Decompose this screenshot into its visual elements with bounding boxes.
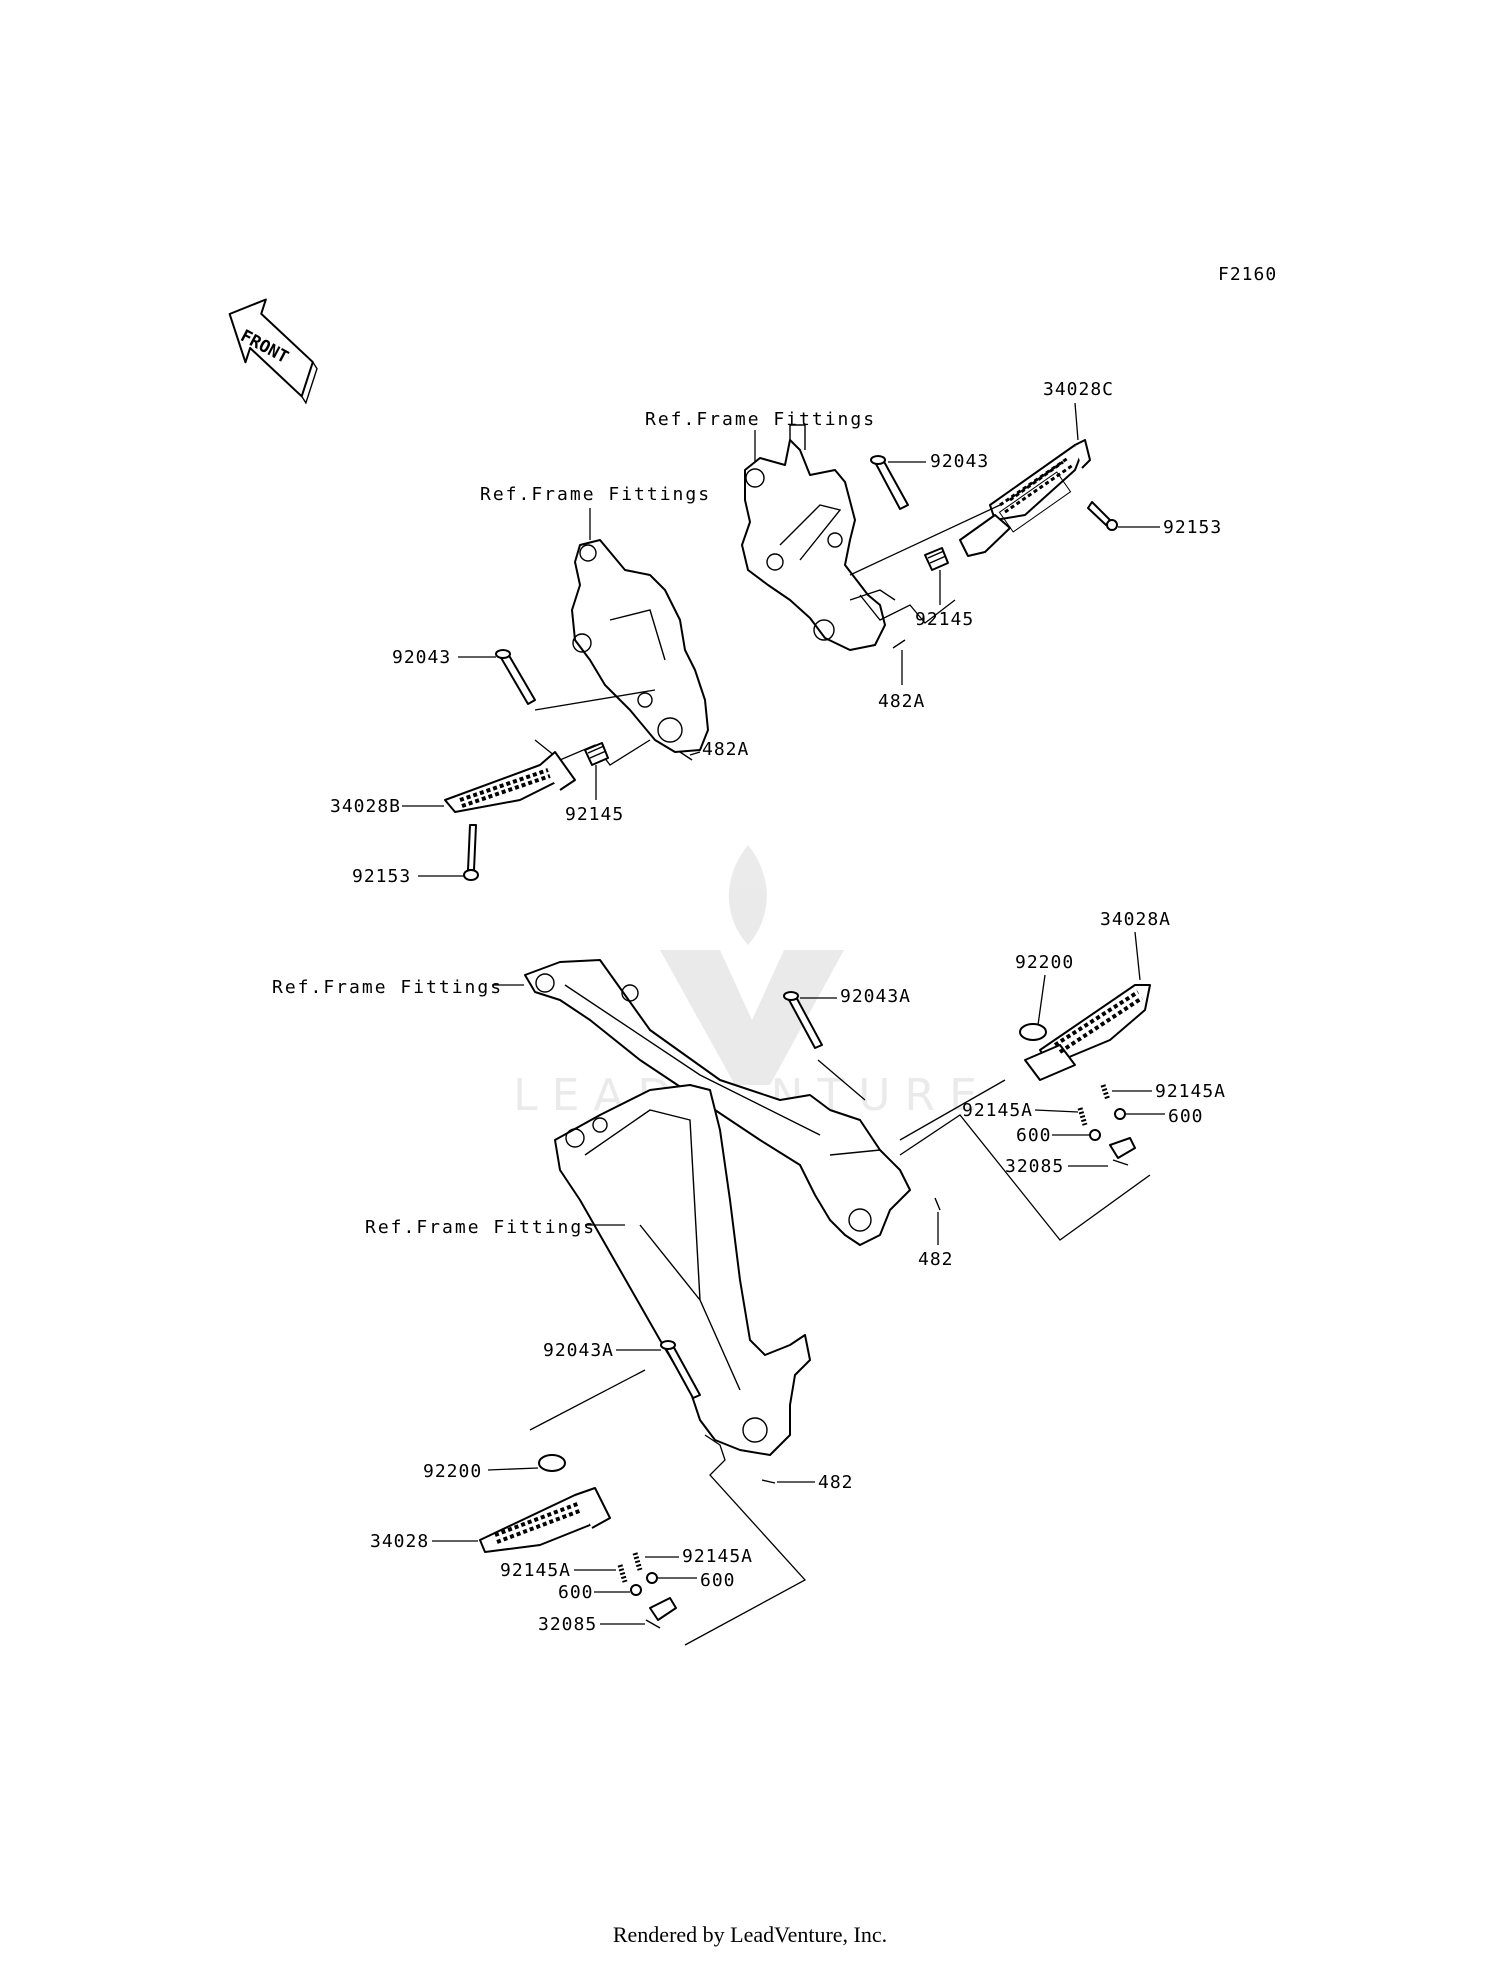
ball-600-right-1 xyxy=(1114,1108,1126,1120)
ball-600-left-2 xyxy=(630,1584,642,1596)
label-600-right-1: 600 xyxy=(1168,1106,1204,1127)
label-32085-right: 32085 xyxy=(1005,1156,1064,1177)
ref-frame-lower-left-label: Ref.Frame Fittings xyxy=(365,1217,596,1238)
spring-92145-upper-right xyxy=(924,547,949,571)
ball-600-right-2 xyxy=(1089,1129,1101,1141)
front-arrow-icon: FRONT xyxy=(228,298,318,405)
label-92043A-lower-right: 92043A xyxy=(840,986,911,1007)
footpeg-34028B xyxy=(444,751,576,813)
label-482-right: 482 xyxy=(918,1249,954,1270)
ref-frame-upper-right-label: Ref.Frame Fittings xyxy=(645,409,876,430)
label-92145-upper-right: 92145 xyxy=(915,609,974,630)
label-34028A: 34028A xyxy=(1100,909,1171,930)
clip-482A-upper-left xyxy=(679,751,693,761)
label-92043-upper-left: 92043 xyxy=(392,647,451,668)
label-34028: 34028 xyxy=(370,1531,429,1552)
footpeg-34028C xyxy=(959,439,1091,557)
label-92153-upper-left: 92153 xyxy=(352,866,411,887)
spring-92145A-left-2 xyxy=(617,1564,628,1583)
pin-92043-upper-left xyxy=(495,649,536,705)
spring-92145A-left-1 xyxy=(632,1552,643,1571)
ball-600-left-1 xyxy=(646,1572,658,1584)
lower-right-rear-bracket xyxy=(524,959,911,1246)
spring-92145A-right-2 xyxy=(1077,1107,1088,1126)
diagram-code: F2160 xyxy=(1218,264,1277,285)
label-600-left-1: 600 xyxy=(700,1570,736,1591)
label-92145A-right-2: 92145A xyxy=(962,1100,1033,1121)
watermark-flame-icon xyxy=(728,845,767,945)
clip-482-right xyxy=(934,1197,941,1211)
footpeg-34028 xyxy=(479,1487,611,1553)
label-92153-upper-right: 92153 xyxy=(1163,517,1222,538)
pin-92043-upper-right xyxy=(870,455,909,510)
label-92043-upper-right: 92043 xyxy=(930,451,989,472)
washer-92200-left xyxy=(538,1454,566,1472)
clip-32085-right xyxy=(1109,1137,1136,1166)
label-92200-right: 92200 xyxy=(1015,952,1074,973)
label-482-left: 482 xyxy=(818,1472,854,1493)
spring-92145-upper-left xyxy=(584,742,609,766)
label-92145A-left-2: 92145A xyxy=(500,1560,571,1581)
spring-92145A-right-1 xyxy=(1100,1084,1111,1101)
label-600-left-2: 600 xyxy=(558,1582,594,1603)
pin-92043A-lower-right xyxy=(783,991,823,1049)
pin-92043A-lower-left xyxy=(660,1340,701,1399)
label-600-right-2: 600 xyxy=(1016,1125,1052,1146)
bolt-92153-upper-left xyxy=(463,824,479,881)
label-34028B: 34028B xyxy=(330,796,401,817)
label-92145-upper-left: 92145 xyxy=(565,804,624,825)
label-32085-left: 32085 xyxy=(538,1614,597,1635)
label-92043A-lower-left: 92043A xyxy=(543,1340,614,1361)
label-482A-upper-right: 482A xyxy=(878,691,925,712)
upper-left-bracket xyxy=(571,539,709,753)
bolt-92153-upper-right xyxy=(1087,501,1118,531)
footer-credit: Rendered by LeadVenture, Inc. xyxy=(613,1922,887,1947)
ref-frame-lower-right-label: Ref.Frame Fittings xyxy=(272,977,503,998)
label-92200-left: 92200 xyxy=(423,1461,482,1482)
upper-right-bracket xyxy=(741,424,896,651)
clip-32085-left xyxy=(645,1597,677,1629)
clip-482A-upper-right xyxy=(892,639,906,649)
clip-482-left xyxy=(761,1479,776,1484)
label-92145A-left-1: 92145A xyxy=(682,1546,753,1567)
watermark-v-icon xyxy=(660,950,844,1085)
label-482A-upper-left: 482A xyxy=(702,739,749,760)
footpeg-34028A xyxy=(1024,984,1151,1081)
label-34028C: 34028C xyxy=(1043,379,1114,400)
ref-frame-upper-left-label: Ref.Frame Fittings xyxy=(480,484,711,505)
label-92145A-right-1: 92145A xyxy=(1155,1081,1226,1102)
washer-92200-right xyxy=(1019,1023,1047,1041)
